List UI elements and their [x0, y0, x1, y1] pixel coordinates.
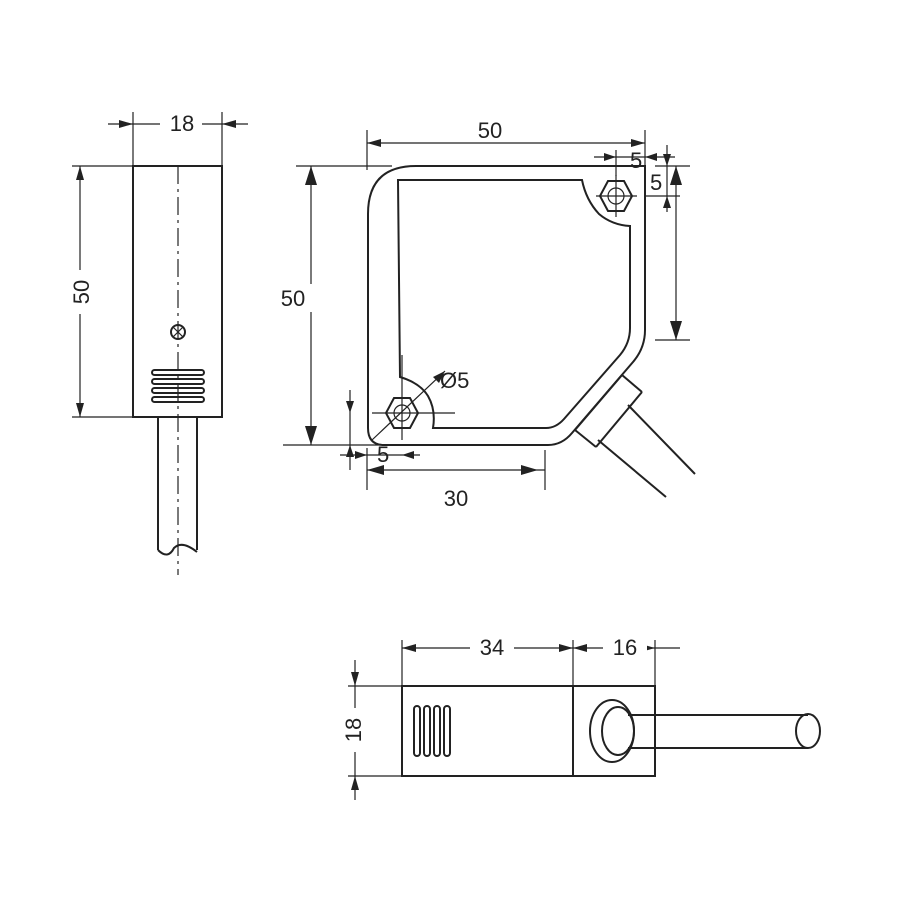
vent-slots-bottom [413, 705, 451, 757]
hole-spacing-label: 30 [444, 486, 468, 511]
front-view: 50 50 Ø5 [275, 118, 696, 511]
side-width-label: 18 [170, 111, 194, 136]
bottom-height-label: 18 [341, 718, 366, 742]
mounting-hole-top-right-icon [596, 175, 637, 217]
bottom-view: 34 16 18 [338, 632, 821, 800]
cable-side [157, 417, 198, 556]
hole-diameter-label: Ø5 [440, 368, 469, 393]
hole-bottom-offset-label: 5 [377, 442, 389, 467]
bottom-body-length-label: 34 [480, 635, 504, 660]
side-view: 18 50 [66, 108, 248, 575]
cable-gland-front [574, 374, 696, 498]
side-height-label: 50 [69, 280, 94, 304]
indicator-screw-icon [170, 324, 186, 340]
connector-nut-icon [589, 699, 635, 763]
bottom-connector-length-label: 16 [613, 635, 637, 660]
vent-slots-side [151, 369, 205, 403]
front-height-label: 50 [281, 286, 305, 311]
mounting-hole-bottom-left-icon [371, 355, 455, 441]
hole-right-offset-label: 5 [630, 148, 642, 173]
front-width-label: 50 [478, 118, 502, 143]
cable-bottom [628, 713, 821, 749]
hole-top-offset-label: 5 [650, 170, 662, 195]
sensor-front-housing [367, 165, 646, 446]
